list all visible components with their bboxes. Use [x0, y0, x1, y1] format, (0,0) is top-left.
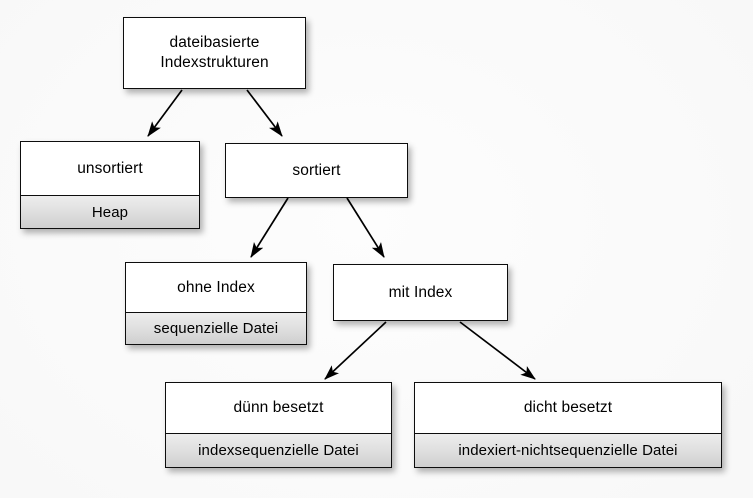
edge-sortiert-to-ohne-index — [250, 197, 289, 258]
edge-root-to-sortiert — [246, 89, 283, 137]
node-root-title-line2: Indexstrukturen — [160, 54, 269, 71]
node-unsortiert-title: unsortiert — [21, 142, 199, 195]
edge-root-to-unsortiert — [147, 89, 183, 137]
node-root[interactable]: dateibasierte Indexstrukturen — [123, 17, 306, 89]
node-ohne-index[interactable]: ohne Index sequenzielle Datei — [125, 262, 307, 345]
node-unsortiert-subtitle: Heap — [21, 195, 199, 228]
node-sortiert[interactable]: sortiert — [225, 143, 408, 198]
node-mit-index[interactable]: mit Index — [333, 264, 508, 321]
node-root-title-line1: dateibasierte — [169, 33, 260, 51]
node-mit-index-title: mit Index — [334, 265, 507, 320]
node-sortiert-title: sortiert — [226, 144, 407, 197]
edge-mit-index-to-dicht-besetzt — [459, 321, 536, 380]
node-ohne-index-subtitle: sequenzielle Datei — [126, 312, 306, 344]
node-duenn-besetzt-title: dünn besetzt — [166, 383, 391, 433]
edge-sortiert-to-mit-index — [346, 197, 385, 258]
node-unsortiert[interactable]: unsortiert Heap — [20, 141, 200, 229]
node-root-title: dateibasierte Indexstrukturen — [124, 18, 305, 88]
node-ohne-index-title: ohne Index — [126, 263, 306, 312]
node-dicht-besetzt-subtitle: indexiert-nichtsequenzielle Datei — [415, 433, 721, 467]
node-duenn-besetzt[interactable]: dünn besetzt indexsequenzielle Datei — [165, 382, 392, 468]
node-duenn-besetzt-subtitle: indexsequenzielle Datei — [166, 433, 391, 467]
node-dicht-besetzt[interactable]: dicht besetzt indexiert-nichtsequenziell… — [414, 382, 722, 468]
node-dicht-besetzt-title: dicht besetzt — [415, 383, 721, 433]
edge-mit-index-to-duenn-besetzt — [324, 321, 387, 380]
